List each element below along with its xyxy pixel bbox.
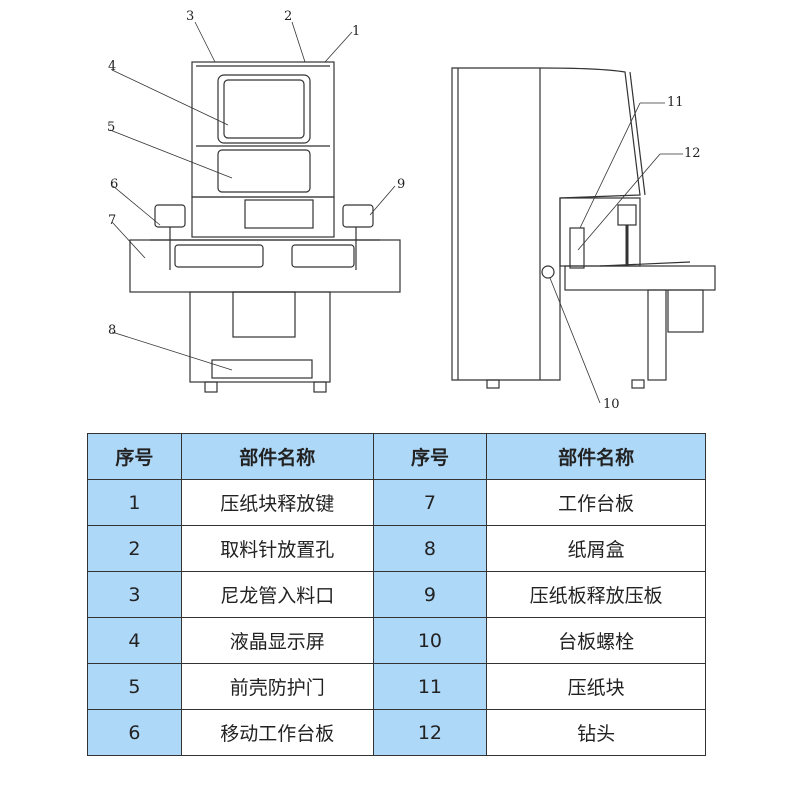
label-3: 3 [186,9,194,24]
label-8: 8 [108,323,116,338]
table-header: 序号 部件名称 序号 部件名称 [87,433,706,480]
front-view [129,61,401,393]
part-number: 1 [87,479,182,526]
part-number: 11 [372,663,488,710]
part-name: 纸屑盒 [486,525,706,572]
part-name: 前壳防护门 [180,663,374,710]
label-6: 6 [110,177,118,192]
label-4: 4 [108,59,116,74]
part-number: 3 [87,571,182,618]
header-number: 序号 [372,433,488,480]
label-12: 12 [684,146,701,161]
part-name: 压纸块释放键 [180,479,374,526]
part-number: 12 [372,709,488,756]
machine-drawings: 1 2 3 4 5 6 7 8 9 10 11 12 [107,9,716,412]
side-view [451,67,716,389]
label-10: 10 [603,397,620,412]
part-name: 液晶显示屏 [180,617,374,664]
part-number: 9 [372,571,488,618]
header-part: 部件名称 [486,433,706,480]
header-number: 序号 [87,433,182,480]
label-1: 1 [352,24,360,39]
label-7: 7 [108,213,116,228]
leader-lines [109,21,683,404]
part-number: 7 [372,479,488,526]
part-name: 钻头 [486,709,706,756]
label-9: 9 [397,177,405,192]
part-name: 台板螺栓 [486,617,706,664]
part-number: 8 [372,525,488,572]
label-2: 2 [284,9,292,24]
part-number: 5 [87,663,182,710]
part-name: 压纸板释放压板 [486,571,706,618]
part-name: 移动工作台板 [180,709,374,756]
part-name: 工作台板 [486,479,706,526]
part-number: 2 [87,525,182,572]
part-number: 10 [372,617,488,664]
part-name: 尼龙管入料口 [180,571,374,618]
part-number: 4 [87,617,182,664]
part-name: 取料针放置孔 [180,525,374,572]
header-part: 部件名称 [180,433,374,480]
part-name: 压纸块 [486,663,706,710]
part-number: 6 [87,709,182,756]
label-5: 5 [107,120,115,135]
label-11: 11 [667,95,684,110]
